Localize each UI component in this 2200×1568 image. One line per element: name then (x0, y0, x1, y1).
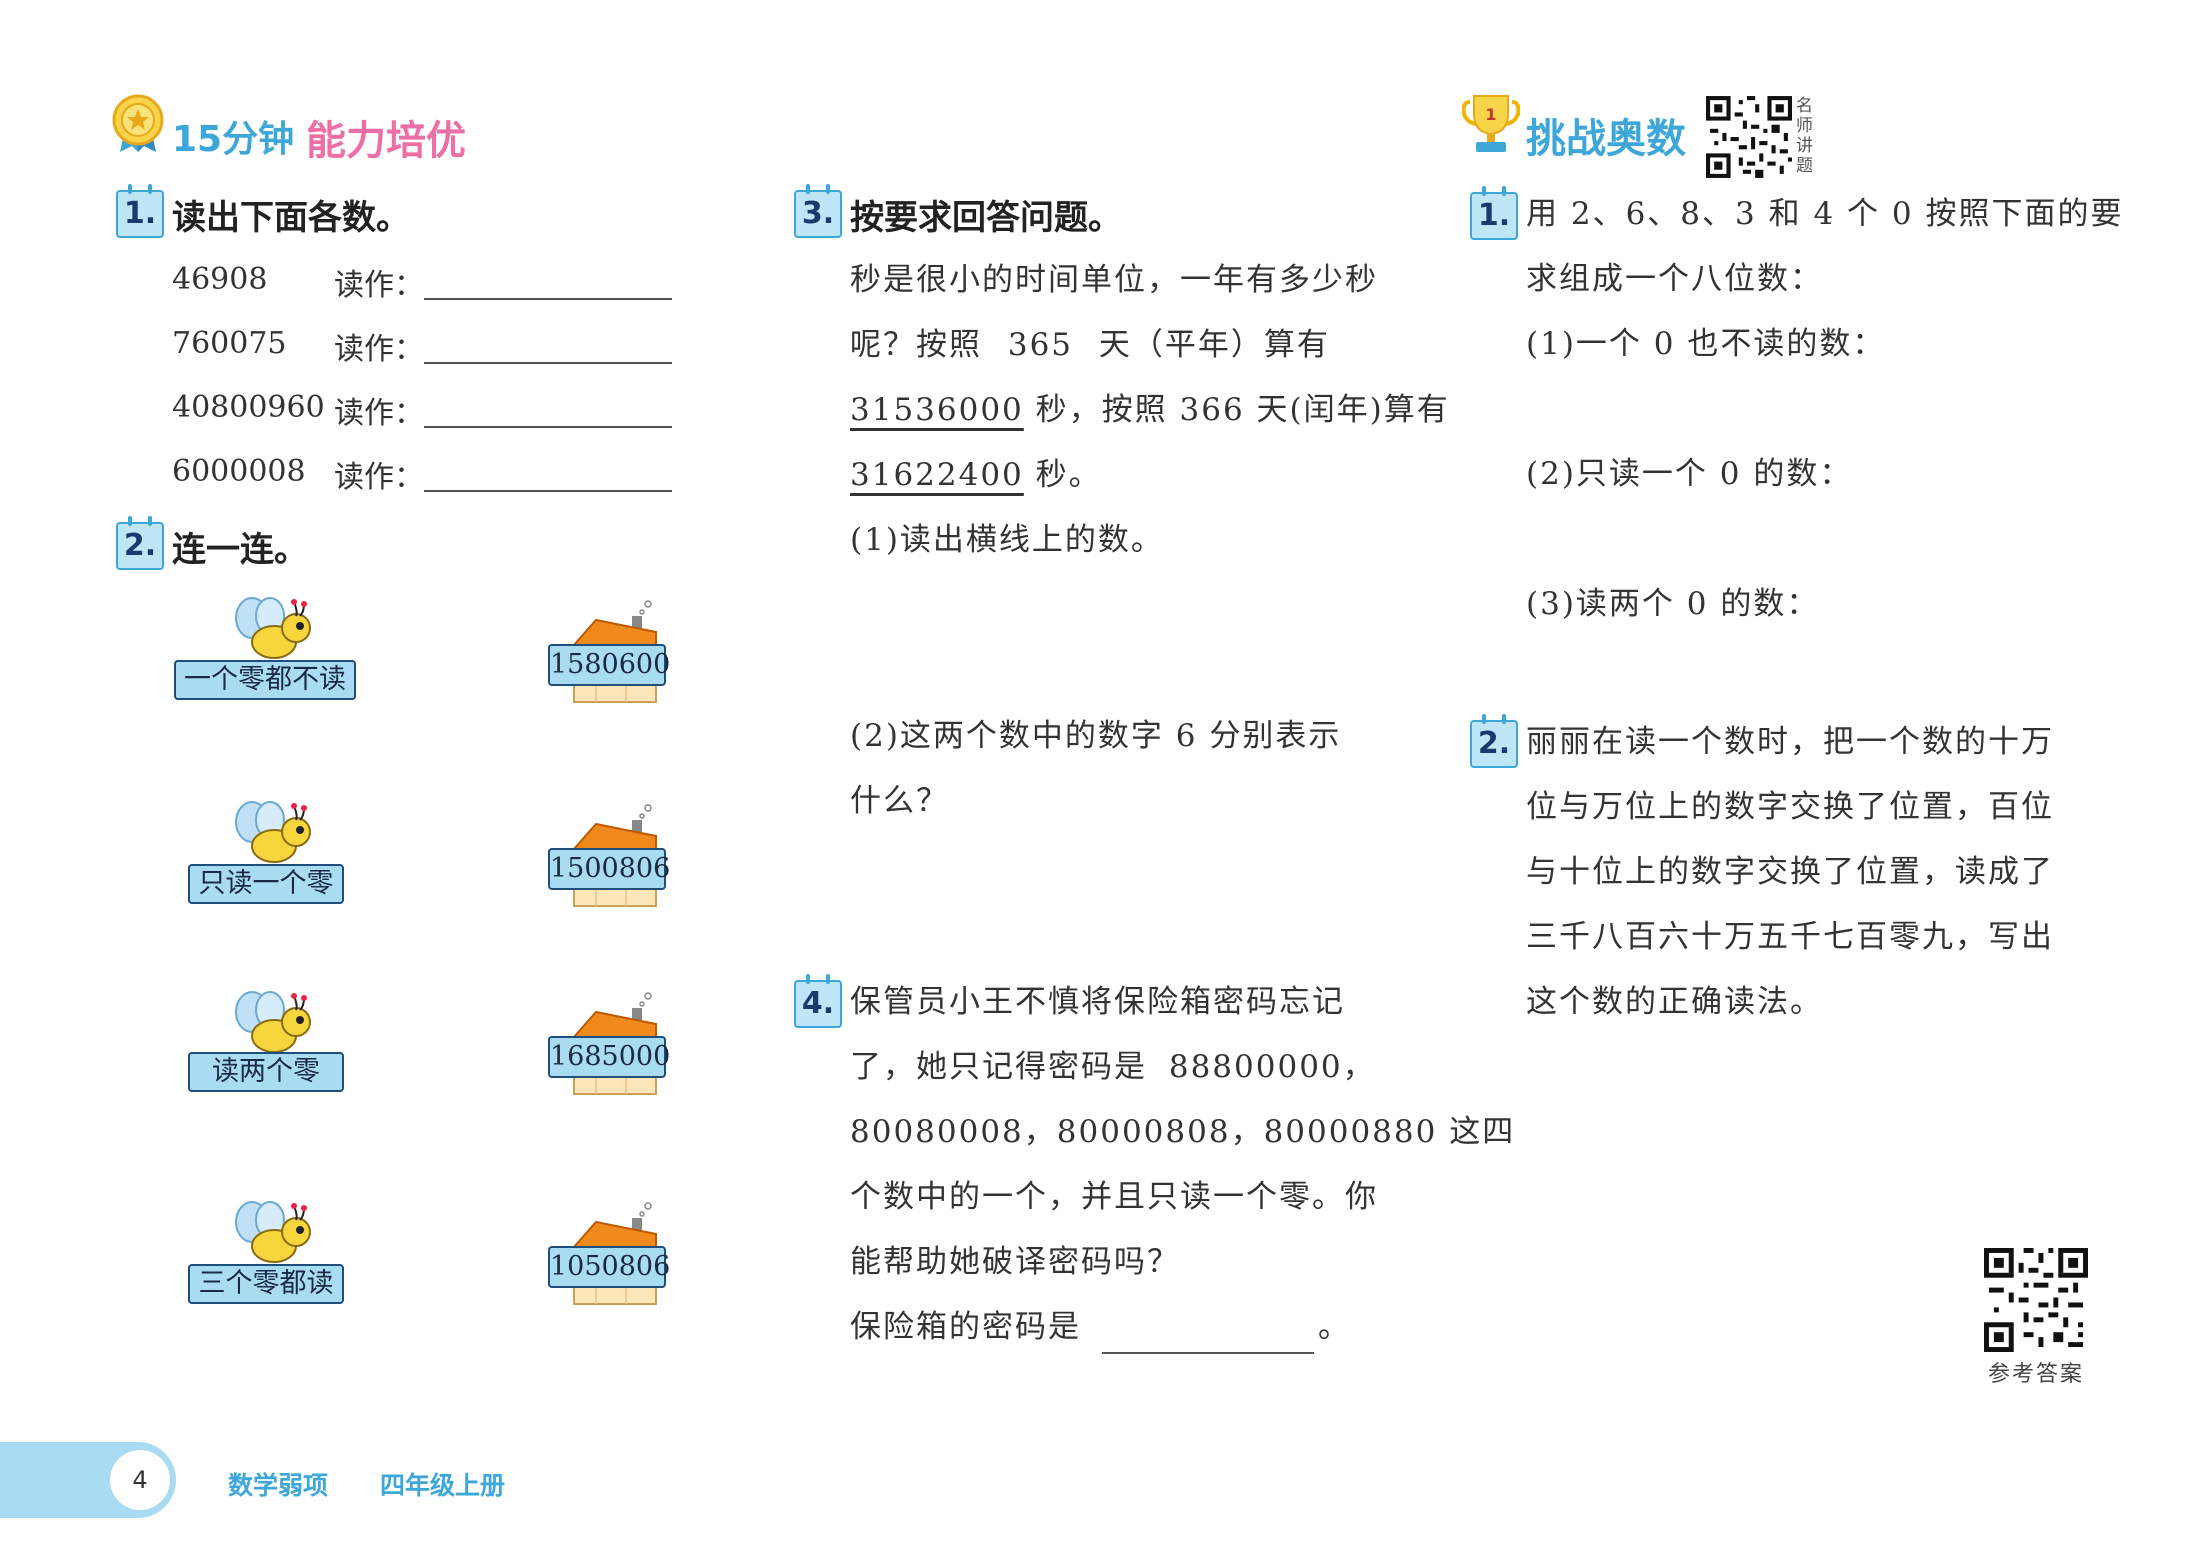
read-label: 读作： (334, 332, 424, 367)
connect-label[interactable]: 只读一个零 (188, 864, 344, 904)
text-line: 31536000 秒，按照 366 天(闰年)算有 (850, 378, 1450, 443)
text-line: 丽丽在读一个数时，把一个数的十万 (1526, 724, 2054, 760)
answer-prompt: 保险箱的密码是 (850, 1309, 1081, 1345)
qr-code[interactable] (1706, 96, 1792, 178)
period: 。 (1318, 1309, 1351, 1345)
text-line: 三千八百六十万五千七百零九，写出 (1526, 919, 2054, 955)
text-line: 了，她只记得密码是 88800000， (850, 1049, 1376, 1085)
answer-line[interactable] (424, 426, 672, 428)
underlined-number: 31536000 (850, 392, 1024, 428)
section-title: 能力培优 (306, 118, 466, 164)
answer-qr-code[interactable] (1984, 1248, 2088, 1352)
text-line: 能帮助她破译密码吗？ (850, 1244, 1180, 1280)
house-number[interactable]: 1050806 (548, 1246, 670, 1288)
text-line: 求组成一个八位数： (1526, 261, 1823, 297)
number-item: 46908 (172, 262, 268, 297)
trophy-icon: 1 (1461, 92, 1521, 154)
grade-label: 四年级上册 (380, 1471, 506, 1500)
text-line: 呢？按照 365 天（平年）算有 (850, 327, 1330, 363)
bee-icon (222, 990, 318, 1054)
answer-qr-caption: 参考答案 (1987, 1362, 2084, 1387)
question-title: 按要求回答问题。 (850, 198, 1122, 238)
number-item: 760075 (172, 326, 287, 361)
page-number: 4 (110, 1450, 170, 1510)
text-line: 31622400 秒。 (850, 443, 1102, 508)
question-title: 读出下面各数。 (172, 198, 410, 238)
read-label: 读作： (334, 268, 424, 303)
text-line: 保管员小王不慎将保险箱密码忘记 (850, 984, 1345, 1020)
text-line: 位与万位上的数字交换了位置，百位 (1526, 789, 2054, 825)
text-fragment: 秒，按照 366 天(闰年)算有 (1023, 392, 1450, 428)
connect-label[interactable]: 三个零都读 (188, 1264, 344, 1304)
svg-text:1: 1 (1485, 105, 1496, 124)
question-number: 2. (116, 516, 164, 570)
text-line: 个数中的一个，并且只读一个零。你 (850, 1179, 1378, 1215)
number-item: 40800960 (172, 390, 325, 425)
sub-question: (2)只读一个 0 的数： (1526, 456, 1853, 492)
question-number: 3. (794, 184, 842, 238)
sub-question: (1)一个 0 也不读的数： (1526, 326, 1886, 362)
house-number[interactable]: 1685000 (548, 1036, 670, 1078)
number-item: 6000008 (172, 454, 306, 489)
book-title: 数学弱项 (228, 1471, 329, 1500)
bee-icon (222, 596, 318, 660)
answer-line[interactable] (424, 490, 672, 492)
read-label: 读作： (334, 460, 424, 495)
house-number[interactable]: 1500806 (548, 848, 670, 890)
text-line: 与十位上的数字交换了位置，读成了 (1526, 854, 2054, 890)
connect-label[interactable]: 一个零都不读 (174, 660, 356, 700)
question-number: 1. (116, 184, 164, 238)
question-number: 4. (794, 974, 842, 1028)
bee-icon (222, 1200, 318, 1264)
text-line: 秒是很小的时间单位，一年有多少秒 (850, 262, 1378, 298)
text-line: 用 2、6、8、3 和 4 个 0 按照下面的要 (1526, 196, 2124, 232)
connect-label[interactable]: 读两个零 (188, 1052, 344, 1092)
sub-question: 什么？ (850, 783, 949, 819)
house-number[interactable]: 1580600 (548, 644, 670, 686)
time-label: 15分钟 (172, 119, 295, 160)
question-number: 1. (1470, 186, 1518, 240)
question-title: 连一连。 (172, 530, 308, 570)
read-label: 读作： (334, 396, 424, 431)
olympiad-title: 挑战奥数 (1526, 116, 1686, 162)
medal-icon (110, 94, 166, 154)
text-line: 80080008，80000808，80000880 这四 (850, 1114, 1516, 1150)
answer-line[interactable] (1102, 1352, 1314, 1354)
bee-icon (222, 800, 318, 864)
answer-line[interactable] (424, 298, 672, 300)
question-number: 2. (1470, 714, 1518, 768)
text-fragment: 秒。 (1023, 457, 1102, 493)
text-line: 这个数的正确读法。 (1526, 984, 1823, 1020)
sub-question: (3)读两个 0 的数： (1526, 586, 1820, 622)
sub-question: (2)这两个数中的数字 6 分别表示 (850, 718, 1342, 754)
qr-caption: 名师讲题 (1796, 96, 1813, 176)
sub-question: (1)读出横线上的数。 (850, 522, 1164, 558)
answer-line[interactable] (424, 362, 672, 364)
underlined-number: 31622400 (850, 457, 1024, 493)
